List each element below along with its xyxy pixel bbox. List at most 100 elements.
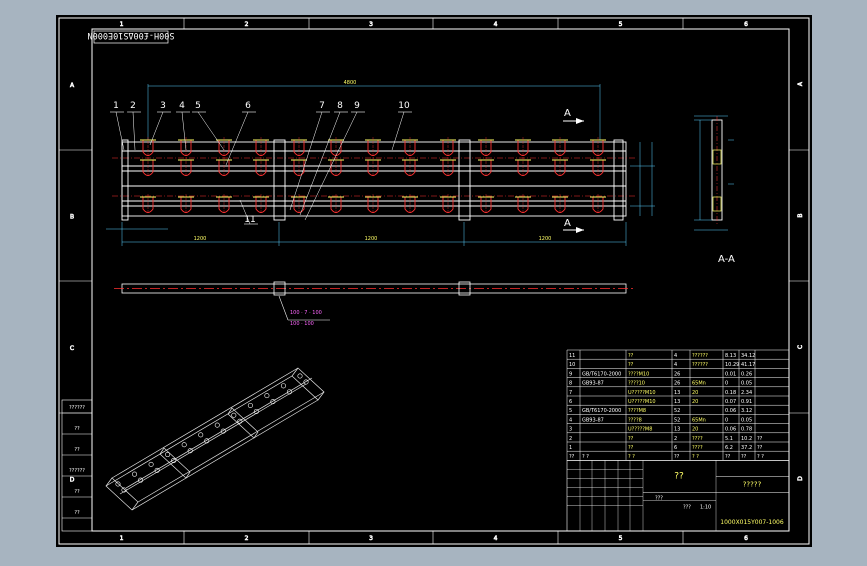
u-bolt [365, 137, 381, 156]
bom-cell-mat: 20 [692, 427, 698, 433]
bom-cell-mat: ?????? [692, 362, 708, 368]
u-bolt [402, 194, 418, 213]
u-bolt [216, 157, 232, 176]
zone-column-bottom: 2 [245, 535, 249, 542]
drawing-number: 1000X015Y007-1006 [720, 519, 784, 526]
u-bolt [253, 194, 269, 213]
bom-cell-name: ?? [628, 362, 634, 368]
bom-cell-mat: ???? [692, 436, 703, 442]
zone-row-left: C [70, 345, 74, 352]
section-view: A-A [694, 115, 735, 265]
iso-bolt [171, 458, 177, 464]
bom-cell-name: ? ? [628, 454, 635, 460]
plan-note-2: 100 · 100 [290, 321, 314, 327]
iso-bolt [220, 428, 226, 434]
bom-cell-qty: ?? [674, 454, 680, 460]
u-bolt [328, 194, 344, 213]
bom-cell-unit: 5.1 [725, 436, 733, 442]
bom-cell-name: ????10 [628, 381, 645, 387]
bom-cell-total: 41.17 [741, 362, 755, 368]
front-view: 4800 [106, 80, 655, 246]
bom-cell-note: ?? [757, 445, 763, 451]
u-bolt [291, 157, 307, 176]
callout-number: 1 [113, 101, 119, 111]
section-marker-bottom: A [564, 218, 571, 229]
bom-cell-code: GB/T6170-2000 [582, 408, 621, 414]
bom-cell-mat: 20 [692, 399, 698, 405]
u-bolt [478, 194, 494, 213]
bom-cell-no: 8 [569, 381, 572, 387]
bom-cell-qty: 2 [674, 436, 677, 442]
bom-cell-total: 0.78 [741, 427, 752, 433]
bom-cell-qty: 6 [674, 445, 677, 451]
zone-column-top: 6 [744, 21, 748, 28]
u-bolt [440, 157, 456, 176]
u-bolt [291, 137, 307, 156]
bom-cell-qty: 13 [674, 390, 680, 396]
zone-column-top: 2 [245, 21, 249, 28]
u-bolt [216, 137, 232, 156]
dimension-2: 1200 [365, 236, 378, 242]
iso-bolt [181, 442, 187, 448]
bom-cell-code: GB93-87 [582, 381, 604, 387]
dimension-3: 1200 [539, 236, 552, 242]
zone-column-top: 5 [619, 21, 623, 28]
title-scale: 1:10 [700, 504, 711, 510]
iso-bolt [204, 438, 210, 444]
overall-dimension: 4800 [344, 80, 357, 86]
iso-bolt [214, 422, 220, 428]
title-block-frame [566, 460, 790, 532]
isometric-bolts [115, 373, 309, 493]
bom-cell-qty: 4 [674, 362, 677, 368]
bom-cell-name: ?? [628, 353, 634, 359]
bom-cell-no: 4 [569, 417, 572, 423]
u-bolt [140, 157, 156, 176]
iso-bolt [148, 461, 154, 467]
bom-cell-total: 3.12 [741, 408, 752, 414]
bom-cell-code: GB93-87 [582, 417, 604, 423]
iso-bolt [231, 412, 237, 418]
zone-column-top: 1 [120, 21, 124, 28]
callout-leader [132, 111, 136, 151]
u-bolt [178, 137, 194, 156]
bom-cell-note: ? ? [757, 454, 764, 460]
company-name: ????? [743, 480, 762, 488]
callout-number: 10 [398, 101, 410, 111]
bom-cell-unit: 0.06 [725, 408, 736, 414]
u-bolt [291, 194, 307, 213]
bom-cell-no: 2 [569, 436, 572, 442]
bom-cell-unit: 0.18 [725, 390, 736, 396]
bom-cell-unit: ?? [725, 454, 731, 460]
callout-number: 11 [244, 215, 255, 225]
bom-cell-mat: 65Mn [692, 417, 706, 423]
bom-cell-no: 7 [569, 390, 572, 396]
bom-cell-mat: ???? [692, 445, 703, 451]
bom-cell-no: 5 [569, 408, 572, 414]
u-bolt [178, 157, 194, 176]
zone-column-bottom: 6 [744, 535, 748, 542]
left-info-strip: ???????????????????? [61, 399, 93, 532]
iso-bolt [253, 408, 259, 414]
bom-cell-name: U?????M10 [628, 399, 656, 405]
left-strip-label: ?????? [69, 468, 85, 474]
callout-number: 2 [130, 101, 136, 111]
bom-cell-no: 6 [569, 399, 572, 405]
u-bolts [140, 137, 606, 213]
iso-bolt [138, 477, 144, 483]
left-strip-label: ?? [74, 489, 80, 495]
iso-bolt [121, 487, 127, 493]
iso-bolt [280, 383, 286, 389]
posts [121, 139, 624, 221]
callout-leader [304, 111, 358, 221]
plan-note-1: 100 · 7 · 100 [290, 310, 322, 316]
u-bolt [140, 194, 156, 213]
bom-cell-name: U?????M8 [628, 427, 652, 433]
bom-cell-no: 10 [569, 362, 575, 368]
bom-cell-mat: ? ? [692, 454, 699, 460]
u-bolt [552, 157, 568, 176]
bom-cell-total: 37.2 [741, 445, 752, 451]
